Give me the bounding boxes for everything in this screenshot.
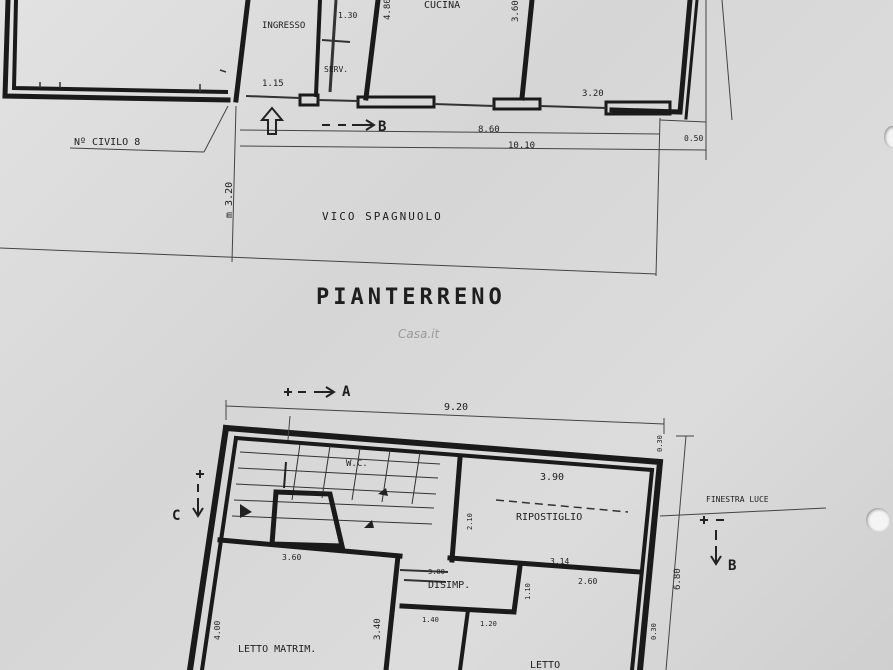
section-marker-a: A: [342, 384, 351, 400]
partition-hall: [399, 563, 523, 615]
room-label-master-bed: LETTO MATRIM.: [238, 644, 316, 655]
street-edge-line: [0, 247, 657, 275]
watermark-logo: Casa.it: [398, 327, 440, 341]
ground-floor-title: PIANTERRENO: [316, 285, 506, 310]
dim-offset: 0.50: [684, 134, 703, 143]
street-number-label: Nº CIVILO 8: [74, 137, 140, 148]
room-label-hall: DISIMP.: [428, 580, 470, 591]
dim-top-width: 9.20: [444, 402, 468, 413]
dim-small-width: 2.60: [578, 577, 597, 586]
dim-service-width: 1.30: [338, 11, 357, 20]
dim-hall-width: 3.14: [550, 557, 569, 566]
dim-corridor-a: 1.40: [422, 616, 439, 624]
stair-well: [269, 489, 346, 549]
room-label-bed: LETTO: [530, 660, 560, 670]
dim-bed-depth: 4.00: [213, 621, 222, 640]
section-marker-c: C: [172, 508, 180, 524]
dim-kitchen-depth: 4.80: [383, 0, 393, 20]
dim-line-front-span: [239, 129, 661, 135]
upper-outer-wall-top-right: [222, 424, 664, 670]
street-name-label: VICO SPAGNUOLO: [322, 210, 443, 223]
dim-right-total: 6.80: [673, 568, 683, 590]
dim-mid-depth: 3.40: [373, 618, 383, 640]
dim-hall-depth: 1.10: [524, 583, 532, 600]
dim-right-width: 3.20: [582, 89, 604, 99]
upper-outer-wall-left: [186, 424, 230, 670]
room-label-entrance: INGRESSO: [262, 21, 305, 31]
dim-entrance-width: 1.15: [262, 79, 284, 89]
ground-floor-plan: INGRESSO CUCINA SERV. 1.15 1.30 4.80 3.6…: [0, 0, 733, 341]
section-line-b-upper: [700, 516, 724, 562]
ground-entrance-wall: [233, 0, 251, 103]
upper-floor-plan: A B C 9.20 W.C. 3.90 2.10 RIPOSTIGLIO 0.…: [172, 384, 827, 670]
dim-line-street-width: [231, 105, 237, 263]
binder-hole-icon: [884, 126, 893, 148]
dim-wall-depth: 3.60: [511, 0, 521, 22]
light-window-label: FINESTRA LUCE: [706, 495, 769, 504]
dim-right-depth: 0.30: [656, 435, 664, 452]
room-label-bath: W.C.: [346, 459, 368, 469]
dim-storage-width: 3.90: [540, 472, 564, 483]
room-label-kitchen: CUCINA: [424, 0, 460, 11]
dim-line-top-width: [225, 405, 665, 425]
section-marker-b-upper: B: [728, 558, 736, 574]
dim-storage-depth: 2.10: [466, 513, 474, 530]
stair-treads: [231, 451, 441, 525]
ground-kitchen-wall: [363, 0, 381, 101]
dim-hall-small: 3.00: [428, 568, 445, 576]
ground-right-wall: [609, 0, 693, 115]
room-label-service: SERV.: [324, 65, 348, 74]
section-line-a: [284, 388, 332, 396]
dim-total-span: 10.10: [508, 141, 535, 151]
binder-hole-icon: [866, 508, 890, 532]
dim-front-span: 8.60: [478, 125, 500, 135]
dim-street-width: m 3.20: [224, 182, 235, 218]
light-window-leader: [659, 507, 827, 517]
dim-line-right-total: [665, 435, 687, 670]
ground-left-room-wall: [2, 0, 231, 103]
dim-left-width: 3.60: [282, 553, 301, 562]
section-line-c: [196, 470, 204, 514]
dim-corridor-b: 1.20: [480, 620, 497, 628]
entrance-arrow-icon: [259, 106, 285, 135]
section-marker-b-ground: B: [378, 119, 386, 135]
room-label-storage: RIPOSTIGLIO: [516, 512, 582, 523]
dim-right-lower: 0.30: [650, 623, 658, 640]
dim-line-total-span: [239, 145, 707, 151]
partition-storage-left: [449, 455, 463, 563]
